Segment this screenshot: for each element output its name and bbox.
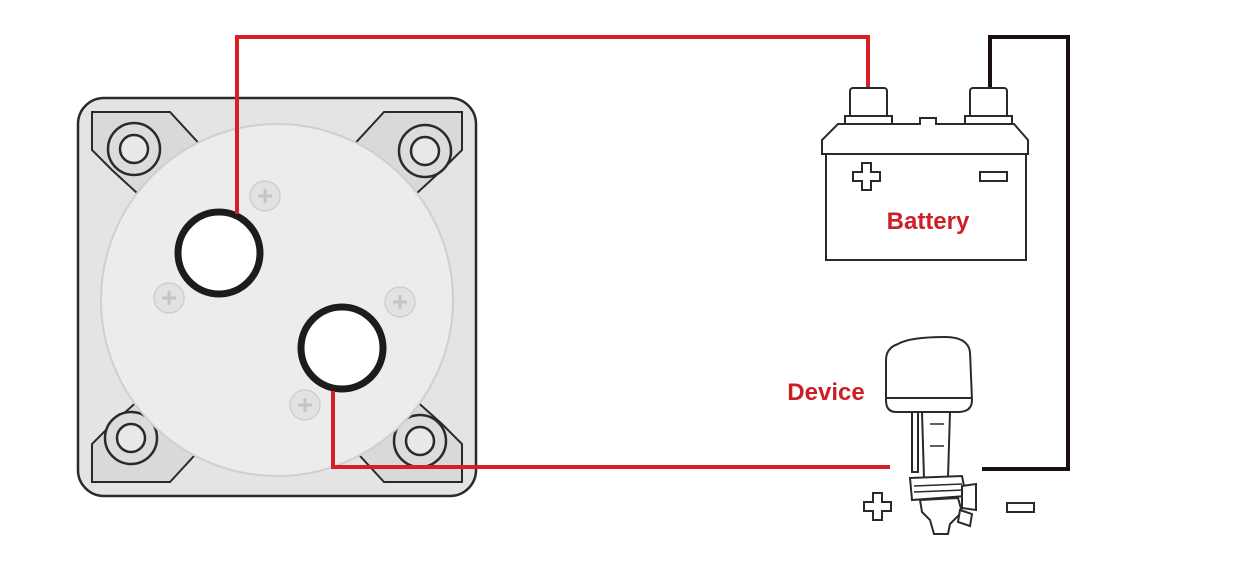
device: Device xyxy=(787,335,1035,535)
negative-wire-battery-to-device xyxy=(982,35,1070,471)
device-minus-icon xyxy=(1006,502,1035,513)
switch-terminal-output xyxy=(297,303,387,393)
mounting-lug-bottom-left xyxy=(91,388,207,483)
positive-wire-switch-to-device xyxy=(331,391,890,469)
switch-face xyxy=(100,123,454,477)
battery-plus-icon xyxy=(852,162,881,191)
battery-label: Battery xyxy=(887,208,970,235)
device-label: Device xyxy=(787,379,864,406)
screw-icon xyxy=(289,389,321,421)
mounting-lug-bottom-right xyxy=(347,388,463,483)
battery-case xyxy=(825,153,1027,261)
outboard-motor-icon xyxy=(885,335,977,535)
screw-icon xyxy=(249,180,281,212)
switch-terminal-input xyxy=(174,208,264,298)
battery: Battery xyxy=(821,87,1029,261)
screw-icon xyxy=(153,282,185,314)
battery-switch xyxy=(76,96,478,498)
screw-icon xyxy=(384,286,416,318)
device-plus-icon xyxy=(863,492,892,521)
battery-minus-icon xyxy=(979,171,1008,182)
positive-wire-battery-to-switch xyxy=(235,35,870,214)
